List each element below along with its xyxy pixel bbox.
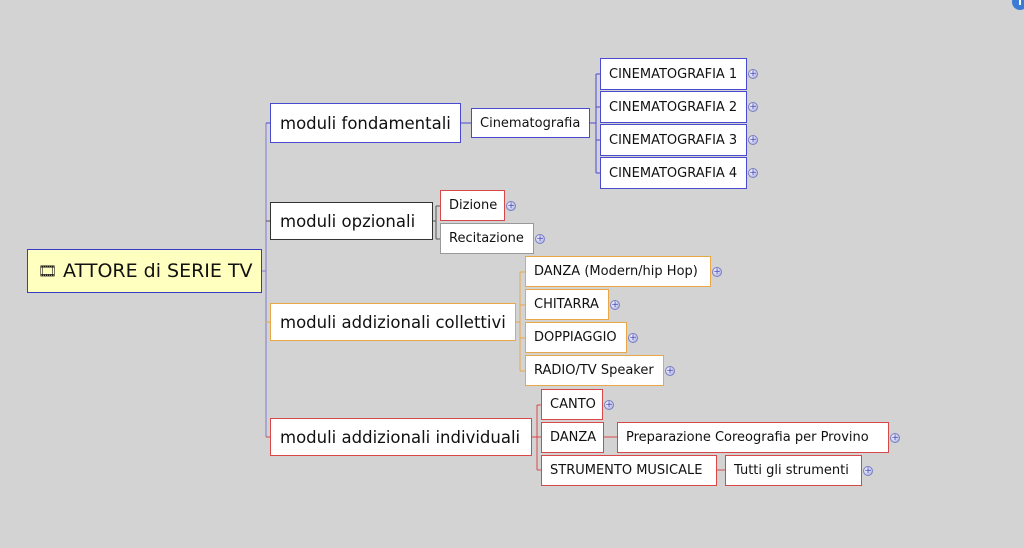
expand-plus-icon[interactable]: +	[748, 168, 758, 178]
node-label: Tutti gli strumenti	[734, 463, 849, 478]
node-preparazione-coreografia[interactable]: Preparazione Coreografia per Provino	[617, 422, 889, 453]
expand-plus-icon[interactable]: +	[863, 466, 873, 476]
node-cinematografia-3[interactable]: CINEMATOGRAFIA 3	[600, 124, 747, 156]
expand-plus-icon[interactable]: +	[712, 267, 722, 277]
node-radio-tv-speaker[interactable]: RADIO/TV Speaker	[525, 355, 664, 386]
node-label: CANTO	[550, 397, 596, 412]
expand-plus-icon[interactable]: +	[506, 201, 516, 211]
expand-plus-icon[interactable]: +	[890, 433, 900, 443]
node-label: CHITARRA	[534, 297, 599, 312]
node-label: Dizione	[449, 198, 498, 213]
node-chitarra[interactable]: CHITARRA	[525, 289, 609, 320]
node-moduli-opzionali[interactable]: moduli opzionali	[270, 202, 433, 240]
node-label: CINEMATOGRAFIA 4	[609, 165, 738, 181]
node-cinematografia-2[interactable]: CINEMATOGRAFIA 2	[600, 91, 747, 123]
node-moduli-addizionali-individuali[interactable]: moduli addizionali individuali	[270, 418, 532, 456]
node-label: moduli opzionali	[280, 211, 416, 231]
node-label: Preparazione Coreografia per Provino	[626, 430, 869, 445]
node-strumento-musicale[interactable]: STRUMENTO MUSICALE	[541, 455, 717, 486]
node-danza-modern[interactable]: DANZA (Modern/hip Hop)	[525, 256, 711, 287]
expand-plus-icon[interactable]: +	[748, 69, 758, 79]
node-label: CINEMATOGRAFIA 3	[609, 132, 738, 148]
node-label: moduli fondamentali	[280, 113, 451, 133]
node-label: moduli addizionali individuali	[280, 427, 521, 447]
expand-plus-icon[interactable]: +	[628, 333, 638, 343]
node-label: Recitazione	[449, 231, 524, 246]
node-label: CINEMATOGRAFIA 1	[609, 66, 738, 82]
node-label: CINEMATOGRAFIA 2	[609, 99, 738, 115]
node-label: DOPPIAGGIO	[534, 330, 617, 345]
node-cinematografia-4[interactable]: CINEMATOGRAFIA 4	[600, 157, 747, 189]
node-recitazione[interactable]: Recitazione	[440, 223, 534, 254]
node-cinematografia-1[interactable]: CINEMATOGRAFIA 1	[600, 58, 747, 90]
node-moduli-fondamentali[interactable]: moduli fondamentali	[270, 103, 461, 143]
node-cinematografia[interactable]: Cinematografia	[471, 108, 590, 138]
node-tutti-gli-strumenti[interactable]: Tutti gli strumenti	[725, 455, 862, 486]
info-icon[interactable]: i	[1012, 0, 1024, 10]
node-label: Cinematografia	[480, 115, 581, 131]
expand-plus-icon[interactable]: +	[748, 135, 758, 145]
node-dizione[interactable]: Dizione	[440, 190, 505, 221]
node-doppiaggio[interactable]: DOPPIAGGIO	[525, 322, 627, 353]
root-node[interactable]: 🎞 ATTORE di SERIE TV	[27, 249, 262, 293]
node-label: DANZA (Modern/hip Hop)	[534, 264, 698, 279]
node-label: DANZA	[550, 430, 597, 445]
node-danza[interactable]: DANZA	[541, 422, 604, 453]
film-icon: 🎞	[38, 262, 58, 280]
expand-plus-icon[interactable]: +	[610, 300, 620, 310]
node-label: STRUMENTO MUSICALE	[550, 463, 703, 478]
expand-plus-icon[interactable]: +	[604, 400, 614, 410]
node-label: moduli addizionali collettivi	[280, 312, 506, 332]
node-canto[interactable]: CANTO	[541, 389, 603, 420]
node-moduli-addizionali-collettivi[interactable]: moduli addizionali collettivi	[270, 303, 516, 341]
root-label: ATTORE di SERIE TV	[63, 260, 253, 282]
node-label: RADIO/TV Speaker	[534, 363, 654, 378]
expand-plus-icon[interactable]: +	[748, 102, 758, 112]
expand-plus-icon[interactable]: +	[665, 366, 675, 376]
expand-plus-icon[interactable]: +	[535, 234, 545, 244]
